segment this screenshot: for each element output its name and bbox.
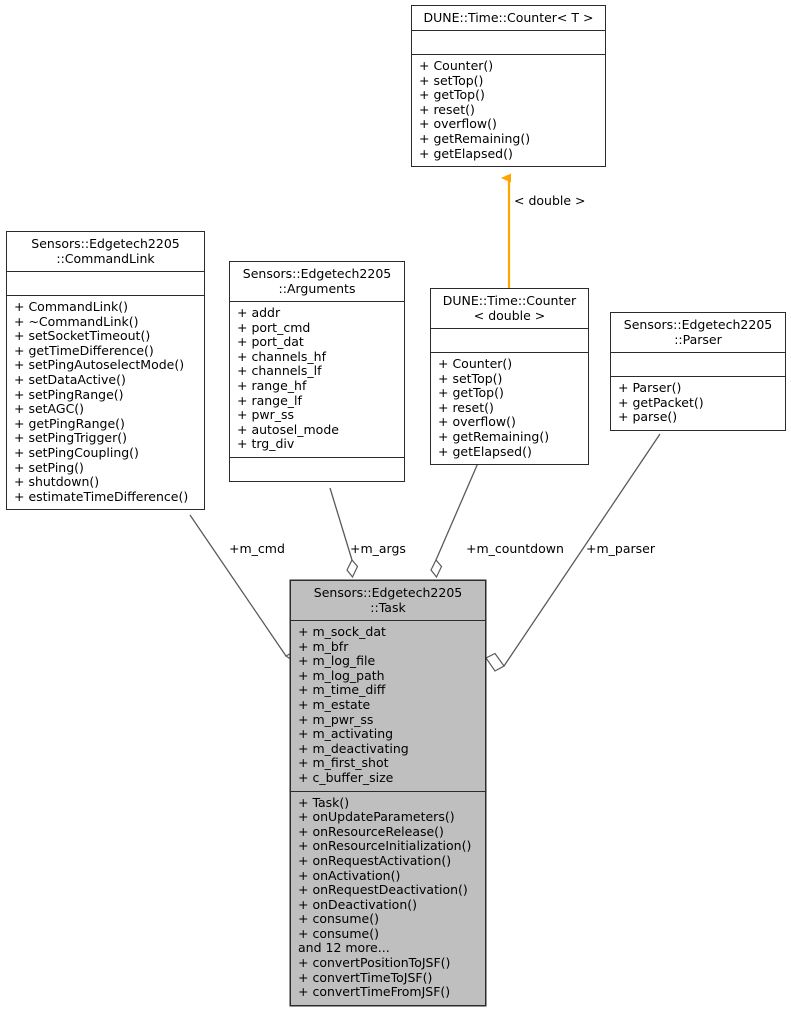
class-attributes-compartment bbox=[412, 31, 605, 55]
class-member: + onRequestActivation() bbox=[298, 852, 452, 868]
class-member: + channels_lf bbox=[237, 363, 322, 379]
class-member: + getPacket() bbox=[618, 394, 704, 410]
class-node-parser[interactable]: Sensors::Edgetech2205 ::Parser + Parser(… bbox=[610, 312, 786, 431]
class-member: + getTop() bbox=[419, 87, 485, 103]
class-operations-compartment: + Counter() + setTop() + getTop() + rese… bbox=[412, 55, 605, 166]
class-member: + onDeactivation() bbox=[298, 896, 417, 912]
class-operations-compartment: + Task() + onUpdateParameters() + onReso… bbox=[291, 792, 485, 1005]
class-member: + onResourceInitialization() bbox=[298, 838, 472, 854]
class-node-command-link[interactable]: Sensors::Edgetech2205 ::CommandLink + Co… bbox=[6, 231, 205, 511]
class-member: + addr bbox=[237, 305, 281, 320]
class-member: + setPing() bbox=[14, 459, 84, 475]
class-member: + onResourceRelease() bbox=[298, 823, 444, 839]
class-member: + m_time_diff bbox=[298, 682, 386, 698]
class-node-counter-t[interactable]: DUNE::Time::Counter< T > + Counter() + s… bbox=[411, 5, 606, 168]
class-member: + setSocketTimeout() bbox=[14, 328, 151, 344]
class-member: + m_pwr_ss bbox=[298, 711, 374, 727]
class-member: + m_deactivating bbox=[298, 740, 409, 756]
class-member: + reset() bbox=[438, 399, 494, 415]
class-member: + CommandLink() bbox=[14, 299, 129, 314]
class-member: + overflow() bbox=[419, 116, 497, 132]
class-member: + ~CommandLink() bbox=[14, 313, 139, 329]
class-title: Sensors::Edgetech2205 ::Task bbox=[291, 581, 485, 621]
edge-label-m-cmd: +m_cmd bbox=[229, 541, 285, 556]
class-member: + convertPositionToJSF() bbox=[298, 955, 451, 971]
class-member: + setDataActive() bbox=[14, 371, 126, 387]
class-operations-compartment: + Counter() + setTop() + getTop() + rese… bbox=[431, 353, 588, 464]
class-member: + range_hf bbox=[237, 377, 307, 393]
class-member: + getElapsed() bbox=[419, 145, 513, 161]
template-binding-label: < double > bbox=[514, 193, 586, 208]
class-attributes-compartment bbox=[431, 329, 588, 353]
class-member: + Counter() bbox=[419, 58, 494, 73]
class-member: + getPingRange() bbox=[14, 415, 125, 431]
class-member: + autosel_mode bbox=[237, 421, 339, 437]
class-member: + onUpdateParameters() bbox=[298, 809, 455, 825]
class-member: + overflow() bbox=[438, 414, 516, 430]
class-attributes-compartment bbox=[611, 353, 785, 377]
class-member: + range_lf bbox=[237, 392, 302, 408]
class-operations-compartment bbox=[230, 458, 404, 481]
class-member: + getElapsed() bbox=[438, 443, 532, 459]
class-member: + m_first_shot bbox=[298, 755, 389, 771]
class-member: + pwr_ss bbox=[237, 407, 295, 423]
class-title: Sensors::Edgetech2205 ::Arguments bbox=[230, 262, 404, 302]
class-member: + m_sock_dat bbox=[298, 624, 386, 639]
class-member-more: and 12 more... bbox=[298, 940, 390, 956]
edge-m-args bbox=[329, 487, 359, 579]
class-member: + convertTimeFromJSF() bbox=[298, 984, 451, 1000]
class-member: + consume() bbox=[298, 911, 379, 927]
class-member: + m_log_path bbox=[298, 667, 385, 683]
class-title: DUNE::Time::Counter< T > bbox=[412, 6, 605, 31]
class-operations-compartment: + CommandLink() + ~CommandLink() + setSo… bbox=[7, 296, 204, 509]
class-member: + parse() bbox=[618, 409, 678, 425]
class-member: + reset() bbox=[419, 101, 475, 117]
class-member: + setTop() bbox=[438, 370, 503, 386]
class-member: + getTop() bbox=[438, 385, 504, 401]
edge-label-m-countdown: +m_countdown bbox=[466, 541, 564, 556]
class-member: + onActivation() bbox=[298, 867, 401, 883]
edge-m-cmd bbox=[189, 514, 305, 663]
class-member: + setTop() bbox=[419, 72, 484, 88]
class-member: + convertTimeToJSF() bbox=[298, 969, 433, 985]
class-attributes-compartment: + addr + port_cmd + port_dat + channels_… bbox=[230, 302, 404, 458]
class-member: + setPingCoupling() bbox=[14, 444, 139, 460]
edge-label-m-args: +m_args bbox=[350, 541, 406, 556]
class-attributes-compartment bbox=[7, 272, 204, 296]
class-member: + port_cmd bbox=[237, 319, 311, 335]
class-member: + setPingRange() bbox=[14, 386, 124, 402]
class-member: + consume() bbox=[298, 925, 379, 941]
class-node-arguments[interactable]: Sensors::Edgetech2205 ::Arguments + addr… bbox=[229, 261, 405, 482]
class-attributes-compartment: + m_sock_dat + m_bfr + m_log_file + m_lo… bbox=[291, 621, 485, 792]
class-member: + shutdown() bbox=[14, 474, 100, 490]
class-member: + getRemaining() bbox=[438, 428, 550, 444]
class-member: + Counter() bbox=[438, 356, 513, 371]
class-member: + channels_hf bbox=[237, 348, 326, 364]
class-member: + m_activating bbox=[298, 726, 394, 742]
class-member: + onRequestDeactivation() bbox=[298, 882, 468, 898]
class-node-counter-double[interactable]: DUNE::Time::Counter < double > + Counter… bbox=[430, 288, 589, 466]
class-member: + port_dat bbox=[237, 334, 304, 350]
class-member: + setPingTrigger() bbox=[14, 430, 128, 446]
class-member: + setPingAutoselectMode() bbox=[14, 357, 185, 373]
class-member: + estimateTimeDifference() bbox=[14, 488, 189, 504]
class-member: + m_log_file bbox=[298, 653, 376, 669]
class-title: DUNE::Time::Counter < double > bbox=[431, 289, 588, 329]
class-title: Sensors::Edgetech2205 ::CommandLink bbox=[7, 232, 204, 272]
class-member: + trg_div bbox=[237, 436, 295, 452]
edge-m-countdown bbox=[430, 462, 479, 579]
class-title: Sensors::Edgetech2205 ::Parser bbox=[611, 313, 785, 353]
class-member: + Parser() bbox=[618, 380, 682, 395]
edge-label-m-parser: +m_parser bbox=[586, 541, 655, 556]
class-node-task[interactable]: Sensors::Edgetech2205 ::Task + m_sock_da… bbox=[290, 580, 486, 1006]
class-member: + getRemaining() bbox=[419, 130, 531, 146]
class-member: + Task() bbox=[298, 794, 350, 810]
class-member: + c_buffer_size bbox=[298, 769, 394, 785]
class-member: + getTimeDifference() bbox=[14, 342, 154, 358]
class-member: + m_bfr bbox=[298, 638, 349, 654]
class-member: + setAGC() bbox=[14, 401, 85, 417]
class-operations-compartment: + Parser() + getPacket() + parse() bbox=[611, 377, 785, 430]
class-member: + m_estate bbox=[298, 696, 371, 712]
